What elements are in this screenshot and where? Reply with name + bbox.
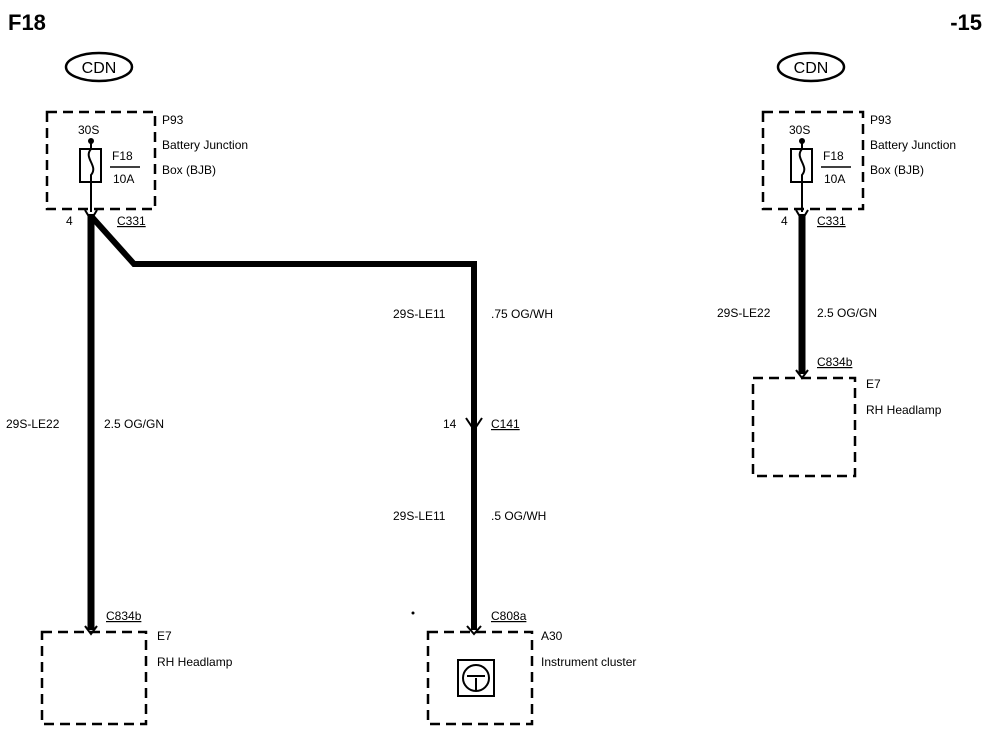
- fuse-id: F18: [112, 149, 133, 163]
- instrument-cluster-icon: [457, 659, 495, 697]
- headlamp-name: RH Headlamp: [157, 655, 233, 669]
- connector-symbol-c808a: [466, 625, 482, 636]
- inline-conn-connector: C141: [491, 417, 520, 431]
- inline-conn-pin: 14: [443, 417, 457, 431]
- headlamp-box-right: [751, 376, 857, 478]
- bjb-id: P93: [162, 113, 184, 127]
- wire-spec-cluster-upper: .75 OG/WH: [491, 307, 553, 321]
- wire-spec-headlamp: 2.5 OG/GN: [104, 417, 164, 431]
- wire-circuit-cluster-lower: 29S-LE11: [393, 509, 446, 523]
- bjb-box-left: [45, 110, 157, 211]
- fuse-id: F18: [823, 149, 844, 163]
- headlamp-id: E7: [157, 629, 172, 643]
- cluster-name: Instrument cluster: [541, 655, 636, 669]
- connector-symbol-c141: [465, 417, 483, 432]
- bjb-id: P93: [870, 113, 892, 127]
- cluster-connector: C808a: [491, 609, 527, 623]
- cluster-id: A30: [541, 629, 563, 643]
- wire-spec-headlamp: 2.5 OG/GN: [817, 306, 877, 320]
- headlamp-name: RH Headlamp: [866, 403, 942, 417]
- fuse-icon: [790, 138, 813, 212]
- svg-text:CDN: CDN: [82, 60, 117, 77]
- bjb-name-line1: Battery Junction: [162, 138, 248, 152]
- wire-circuit-headlamp: 29S-LE22: [717, 306, 771, 320]
- bjb-name-line2: Box (BJB): [870, 163, 924, 177]
- stray-dot: [411, 611, 415, 615]
- headlamp-id: E7: [866, 377, 881, 391]
- left-diagram: CDN 30S F18 10A P93 Battery Junction Box…: [6, 51, 636, 726]
- bjb-terminal-label: 30S: [789, 123, 810, 137]
- page-code: F18: [8, 10, 46, 35]
- bjb-out-connector: C331: [117, 214, 146, 228]
- right-diagram: CDN 30S F18 10A P93 Battery Junction Box…: [717, 51, 956, 478]
- wire-circuit-cluster-upper: 29S-LE11: [393, 307, 446, 321]
- wire-to-cluster: [88, 213, 477, 630]
- cdn-badge-right: CDN: [776, 51, 846, 83]
- bjb-name-line1: Battery Junction: [870, 138, 956, 152]
- headlamp-connector: C834b: [817, 355, 853, 369]
- headlamp-connector: C834b: [106, 609, 142, 623]
- bjb-terminal-label: 30S: [78, 123, 99, 137]
- bjb-box-right: [761, 110, 865, 211]
- connector-symbol-c834b: [84, 625, 98, 636]
- fuse-rating: 10A: [113, 172, 134, 186]
- bjb-out-connector: C331: [817, 214, 846, 228]
- page-number: -15: [950, 10, 982, 35]
- fuse-rating: 10A: [824, 172, 845, 186]
- svg-text:CDN: CDN: [794, 60, 829, 77]
- wire-spec-cluster-lower: .5 OG/WH: [491, 509, 546, 523]
- bjb-out-pin: 4: [66, 214, 73, 228]
- cdn-badge-left: CDN: [64, 51, 134, 83]
- headlamp-box-left: [40, 630, 148, 726]
- bjb-out-pin: 4: [781, 214, 788, 228]
- wire-circuit-headlamp: 29S-LE22: [6, 417, 60, 431]
- cluster-box: [426, 630, 534, 726]
- fuse-icon: [79, 138, 102, 212]
- bjb-name-line2: Box (BJB): [162, 163, 216, 177]
